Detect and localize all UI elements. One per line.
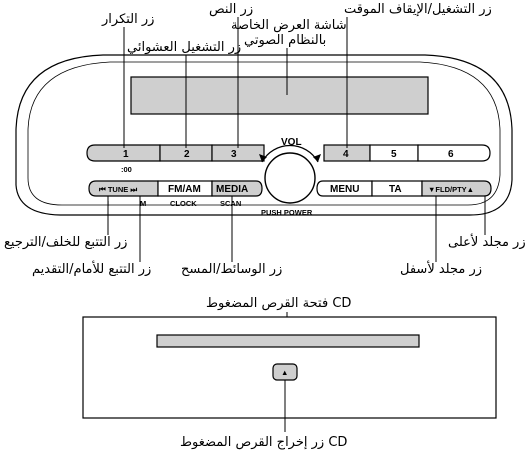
preset-1-label: 1 bbox=[123, 149, 129, 160]
push-power-label: PUSH POWER bbox=[261, 208, 313, 217]
audio-display-screen bbox=[130, 76, 429, 115]
fld-pty-label: ▼FLD/PTY▲ bbox=[428, 185, 474, 194]
play-pause-label: زر التشغيل/الإيقاف الموقت bbox=[344, 2, 492, 17]
display-label-line1: شاشة العرض الخاصة bbox=[231, 18, 347, 33]
volume-arc-arrow-left bbox=[259, 154, 267, 162]
menu-label: MENU bbox=[330, 184, 359, 195]
random-label: زر التشغيل العشوائي bbox=[127, 40, 241, 55]
display-label-line2: بالنظام الصوتي bbox=[244, 33, 326, 48]
preset-buttons-right: 4 5 6 bbox=[323, 144, 491, 162]
cd-slot bbox=[156, 334, 420, 348]
preset-1-button[interactable] bbox=[86, 144, 161, 162]
time-00-label: :00 bbox=[121, 165, 132, 174]
function-buttons-left: ⏮ TUNE ⏭ FM/AM MEDIA I M CLOCK SCAN bbox=[88, 180, 263, 208]
ta-label: TA bbox=[389, 184, 402, 195]
track-back-label: زر التتبع للخلف/الترجيع bbox=[4, 235, 127, 250]
volume-arc-arrow-right bbox=[313, 154, 321, 162]
text-label: زر النص bbox=[209, 2, 253, 17]
tune-label: ⏮ TUNE ⏭ bbox=[99, 185, 138, 194]
volume-arc bbox=[261, 144, 319, 163]
menu-button[interactable] bbox=[316, 180, 373, 197]
clock-sublabel: CLOCK bbox=[170, 199, 197, 208]
m-sublabel: M bbox=[140, 199, 146, 208]
volume-knob-group: VOL PUSH POWER bbox=[259, 137, 321, 217]
folder-down-label: زر مجلد لأسفل bbox=[400, 260, 482, 277]
repeat-label: زر التكرار bbox=[101, 12, 154, 27]
track-forward-label: زر التتبع للأمام/التقديم bbox=[32, 260, 151, 277]
cd-eject-label: زر إخراج القرص المضغوط CD bbox=[180, 435, 347, 450]
preset-3-label: 3 bbox=[231, 149, 237, 160]
tune-button[interactable] bbox=[88, 180, 159, 197]
cd-slot-label: فتحة القرص المضغوط CD bbox=[206, 296, 351, 311]
scan-sublabel: SCAN bbox=[220, 199, 241, 208]
preset-6-label: 6 bbox=[448, 149, 454, 160]
vol-label: VOL bbox=[281, 137, 302, 148]
fld-pty-button[interactable] bbox=[421, 180, 492, 197]
media-button[interactable] bbox=[211, 180, 263, 197]
folder-up-label: زر مجلد لأعلى bbox=[448, 233, 526, 250]
fm-am-label: FM/AM bbox=[168, 184, 201, 195]
media-scan-label: زر الوسائط/المسح bbox=[181, 262, 282, 277]
preset-5-label: 5 bbox=[391, 149, 397, 160]
preset-buttons-left: 1 2 3 :00 bbox=[86, 144, 265, 174]
preset-6-button[interactable] bbox=[417, 144, 491, 162]
volume-knob[interactable] bbox=[264, 152, 316, 204]
preset-2-label: 2 bbox=[184, 149, 190, 160]
preset-4-label: 4 bbox=[343, 149, 349, 160]
media-label: MEDIA bbox=[216, 184, 248, 195]
function-buttons-right: MENU TA ▼FLD/PTY▲ bbox=[316, 180, 492, 197]
cd-eject-icon: ▲ bbox=[281, 368, 288, 377]
